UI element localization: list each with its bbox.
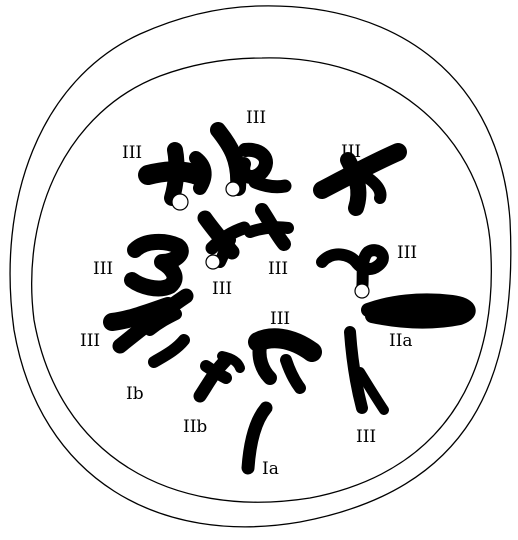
chromosome-iii-center-upper: [205, 218, 244, 269]
chromosome-iii-lower-center: [258, 338, 312, 388]
chromosome-iib: [200, 356, 240, 396]
outer-membrane: [10, 6, 511, 527]
label-iib: IIb: [183, 417, 207, 437]
label-iia: IIa: [389, 331, 413, 351]
chromosome-iii-lower-left: [112, 296, 186, 346]
chromosome-ib: [154, 340, 184, 362]
label-iii-bottom-right: III: [356, 427, 376, 447]
label-ib: Ib: [126, 384, 144, 404]
label-iii-mid-center: III: [268, 259, 288, 279]
label-iii-lower-center: III: [270, 309, 290, 329]
chromosome-iii-center-right: [250, 210, 288, 244]
label-iii-lower-left: III: [80, 331, 100, 351]
chromosome-iii-right-loop: [322, 250, 383, 298]
cell-outline: [10, 6, 511, 527]
label-ia: Ia: [262, 459, 279, 479]
chromosomes: [112, 130, 469, 468]
label-iii-top-center: III: [246, 108, 266, 128]
chromosome-iii-top-center: [218, 130, 285, 196]
chromosome-iii-bottom-right: [350, 332, 384, 410]
label-iii-right-loop: III: [397, 243, 417, 263]
label-iii-top-left: III: [122, 143, 142, 163]
chromosome-iii-top-left: [148, 150, 205, 210]
label-iii-mid-left: III: [93, 259, 113, 279]
chromosome-iii-mid-left: [132, 242, 181, 289]
label-iii-center-below: III: [212, 279, 232, 299]
chromosome-iia: [368, 300, 469, 321]
label-iii-top-right: III: [341, 142, 361, 162]
